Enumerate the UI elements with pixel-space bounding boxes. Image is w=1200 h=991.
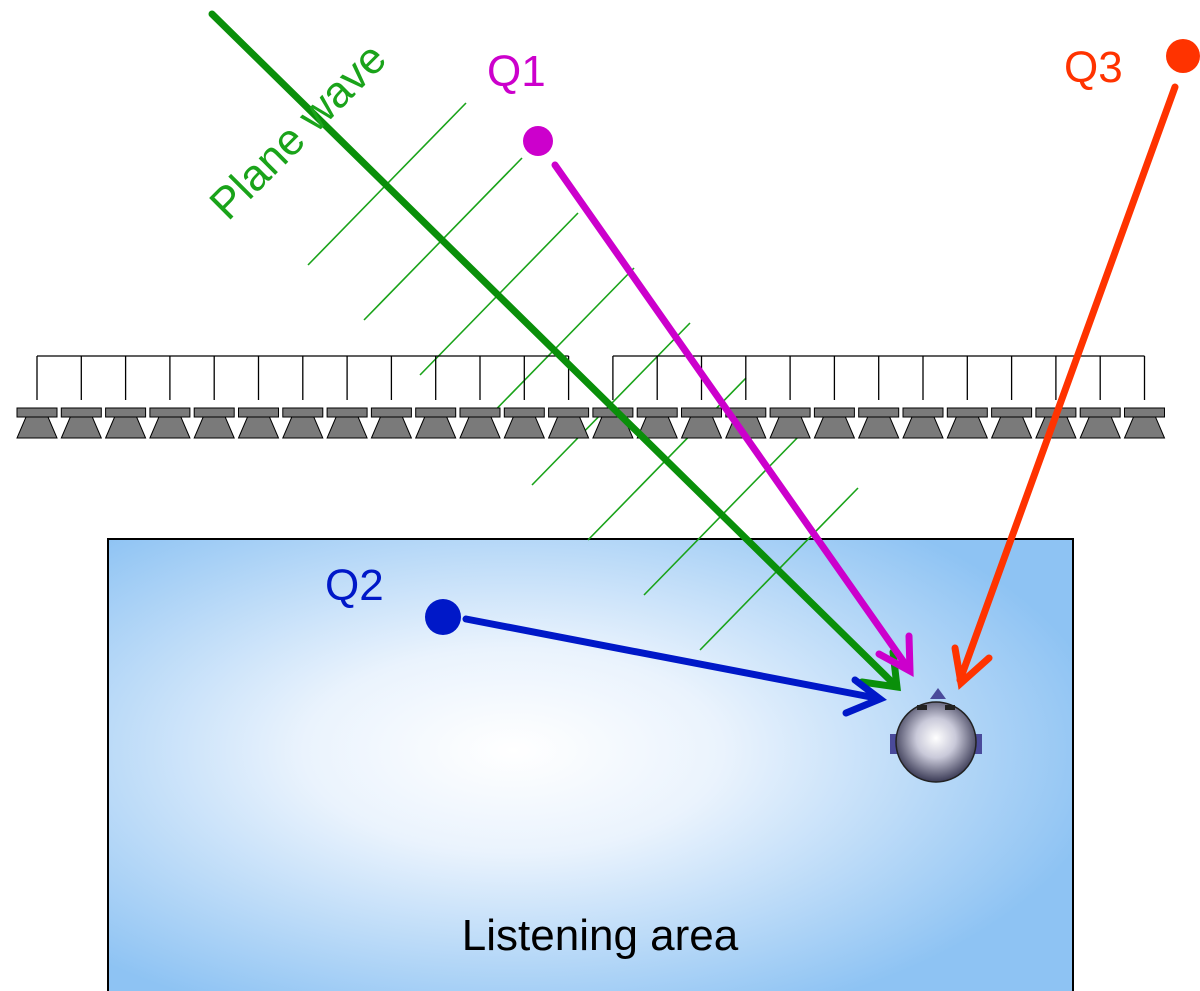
- q2-label: Q2: [325, 561, 384, 610]
- q3-arrow: [951, 83, 1179, 690]
- loudspeaker-icon: [459, 356, 501, 439]
- loudspeaker-icon: [769, 356, 811, 439]
- loudspeaker-icon: [680, 356, 723, 439]
- q2-arrow: [462, 615, 887, 717]
- loudspeaker-icon: [282, 356, 324, 439]
- loudspeaker-icon: [326, 356, 368, 439]
- loudspeaker-icon: [104, 356, 147, 439]
- loudspeaker-icon: [990, 356, 1033, 439]
- loudspeaker-icon: [1079, 356, 1121, 439]
- q1-label: Q1: [487, 47, 546, 96]
- loudspeaker-icon: [725, 356, 767, 439]
- loudspeaker-icon: [370, 356, 413, 439]
- loudspeaker-icon: [237, 356, 280, 439]
- loudspeaker-icon: [60, 356, 103, 439]
- loudspeaker-icon: [547, 356, 590, 439]
- loudspeaker-icon: [414, 356, 457, 439]
- q2-source-dot: [425, 599, 461, 635]
- loudspeaker-icon: [946, 356, 989, 439]
- loudspeaker-icon: [149, 356, 191, 439]
- q3-source-dot: [1166, 39, 1200, 73]
- listening-area-label: Listening area: [462, 911, 739, 960]
- loudspeaker-icon: [857, 356, 900, 439]
- loudspeaker-icon: [193, 356, 235, 439]
- listener-head-icon: [890, 688, 982, 783]
- loudspeaker-icon: [813, 356, 856, 439]
- loudspeaker-icon: [16, 356, 58, 439]
- loudspeaker-icon: [902, 356, 944, 439]
- loudspeaker-icon: [636, 356, 678, 439]
- q1-arrow: [551, 161, 914, 678]
- q3-label: Q3: [1064, 43, 1123, 92]
- loudspeaker-icon: [503, 356, 546, 439]
- q1-source-dot: [523, 126, 553, 156]
- loudspeaker-icon: [1123, 356, 1166, 439]
- plane-wave-label: Plane wave: [200, 34, 396, 230]
